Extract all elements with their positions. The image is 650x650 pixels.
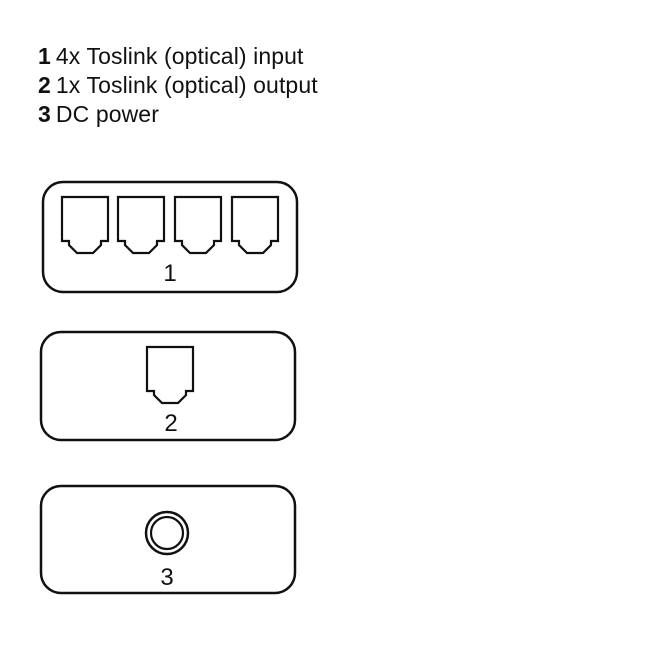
legend-text: 4x Toslink (optical) input: [55, 43, 304, 69]
toslink-port-icon: [173, 195, 223, 255]
panel-label: 2: [164, 410, 177, 437]
input-panel: 1: [41, 180, 299, 294]
output-panel: 2: [39, 330, 297, 442]
toslink-port-icon: [116, 195, 166, 255]
legend-number: 3: [38, 101, 51, 127]
legend-text: DC power: [55, 101, 159, 127]
legend-number: 2: [38, 72, 51, 98]
toslink-port-icon: [60, 195, 110, 255]
power-panel: 3: [39, 484, 297, 595]
legend-text: 1x Toslink (optical) output: [55, 72, 318, 98]
toslink-port-icon: [230, 195, 280, 255]
toslink-port-icon: [145, 345, 195, 405]
panel-label: 3: [160, 564, 173, 591]
input-panel-outline: [41, 180, 299, 294]
panel-label: 1: [163, 260, 176, 287]
legend-number: 1: [38, 43, 51, 69]
power-panel-outline: [39, 484, 297, 595]
dc-jack-icon: [144, 510, 190, 556]
output-panel-outline: [39, 330, 297, 442]
